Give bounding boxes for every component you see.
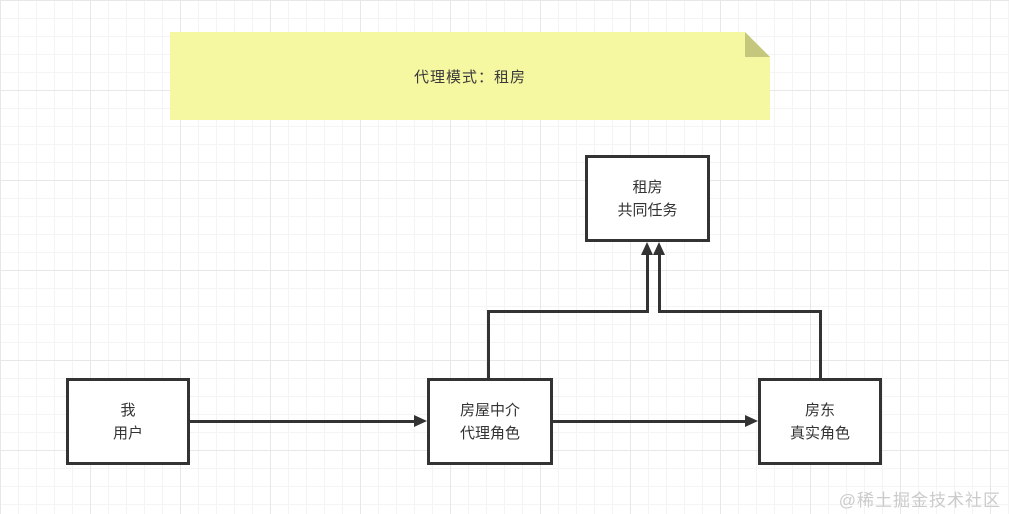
node-user-line1: 我 [120,401,136,419]
edge-proxy-to-task-segment [646,253,649,313]
edge-proxy-to-task-segment [487,310,649,313]
node-user-line2: 用户 [112,424,143,442]
edge-proxy-to-landlord-arrowhead-icon [745,415,758,427]
edge-proxy-to-task-segment [487,310,490,378]
sticky-note: 代理模式：租房 [170,32,770,120]
edge-landlord-to-task-segment [819,310,822,378]
edge-user-to-proxy-arrowhead-icon [414,415,427,427]
edge-landlord-to-task-segment [658,253,661,313]
node-common-task: 租房 共同任务 [585,155,710,242]
watermark: @稀土掘金技术社区 [838,491,1001,510]
edge-user-to-proxy-line [190,420,415,423]
node-common-task-line1: 租房 [632,178,663,196]
node-landlord: 房东 真实角色 [758,378,882,465]
node-landlord-line1: 房东 [804,401,835,419]
node-user: 我 用户 [66,378,190,465]
note-fold-corner-icon [745,32,770,57]
edge-proxy-to-task-arrowhead-icon [641,242,653,255]
node-landlord-line2: 真实角色 [789,424,850,442]
edge-proxy-to-landlord-line [553,420,746,423]
node-common-task-line2: 共同任务 [617,201,678,219]
edge-landlord-to-task-segment [658,310,822,313]
edge-landlord-to-task-arrowhead-icon [653,242,665,255]
node-proxy-agent-line1: 房屋中介 [459,401,520,419]
sticky-note-title: 代理模式：租房 [413,68,526,86]
node-proxy-agent-line2: 代理角色 [459,424,520,442]
node-proxy-agent: 房屋中介 代理角色 [427,378,553,465]
